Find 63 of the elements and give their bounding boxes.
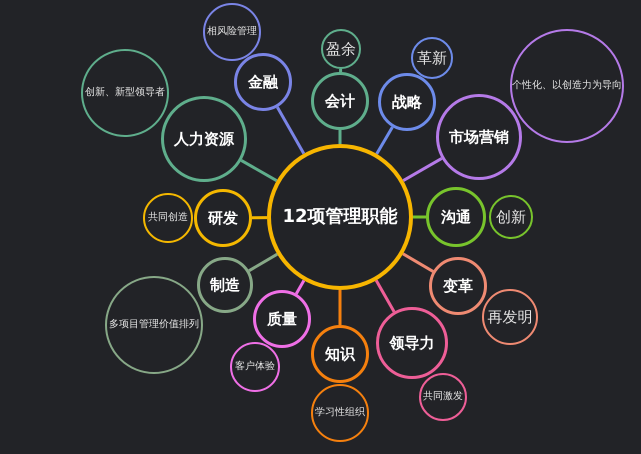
topic-label: 沟通	[441, 208, 471, 226]
subtopic-circle	[230, 342, 280, 392]
subtopic-circle	[321, 29, 361, 69]
subtopic-label: 个性化、以创造力为导向	[512, 80, 622, 92]
connector-line	[402, 157, 442, 182]
topic-label: 研发	[208, 209, 238, 227]
subtopic-circle	[510, 29, 624, 143]
connector-line	[338, 290, 342, 325]
subtopic-label: 再发明	[488, 308, 532, 326]
central-topic-circle	[267, 144, 413, 290]
subtopic-label: 创新、新型领导者	[85, 87, 165, 99]
topic-circle	[161, 96, 247, 182]
topic-circle	[429, 257, 487, 315]
connector-line	[295, 280, 306, 295]
connector-line	[374, 280, 396, 312]
subtopic-circle	[482, 289, 538, 345]
topic-label: 会计	[325, 92, 355, 110]
topic-circle	[197, 257, 253, 313]
subtopic-label: 盈余	[326, 40, 356, 58]
connector-line	[375, 126, 394, 155]
topic-circle	[378, 73, 436, 131]
subtopic-circle	[203, 3, 261, 61]
topic-label: 战略	[392, 93, 422, 111]
subtopic-label: 相风险管理	[207, 26, 257, 38]
topic-label: 制造	[210, 276, 240, 294]
topic-circle	[194, 189, 252, 247]
connector-line	[402, 252, 434, 273]
topic-label: 变革	[443, 277, 473, 295]
topic-label: 领导力	[390, 334, 434, 352]
subtopic-label: 革新	[417, 49, 447, 67]
connector-line	[413, 216, 426, 218]
topic-circle	[436, 94, 522, 180]
topic-circle	[426, 187, 486, 247]
topic-circle	[234, 53, 292, 111]
topic-label: 市场营销	[449, 128, 509, 146]
subtopic-label: 共同激发	[423, 391, 463, 403]
topic-circle	[311, 325, 369, 383]
topic-circle	[311, 72, 369, 130]
topic-circle	[376, 307, 448, 379]
subtopic-label: 创新	[496, 208, 526, 226]
subtopic-label: 共同创造	[148, 212, 188, 224]
subtopic-circle	[419, 373, 467, 421]
connector-line	[339, 69, 342, 72]
connector-line	[240, 159, 278, 182]
topic-label: 人力资源	[174, 130, 234, 148]
subtopic-circle	[489, 195, 533, 239]
topic-label: 金融	[248, 73, 278, 91]
subtopic-circle	[143, 193, 193, 243]
subtopic-circle	[81, 49, 169, 137]
central-topic-label: 12项管理职能	[282, 206, 398, 228]
subtopic-label: 学习性组织	[315, 407, 365, 419]
subtopic-circle	[411, 37, 453, 79]
connector-line	[276, 106, 306, 154]
connector-line	[248, 252, 278, 272]
connector-line	[252, 216, 268, 220]
subtopic-circle	[311, 384, 369, 442]
topic-label: 知识	[325, 345, 355, 363]
topic-label: 质量	[267, 310, 297, 328]
subtopic-label: 多项目管理价值排列	[109, 319, 199, 331]
subtopic-circle	[105, 276, 203, 374]
topic-circle	[253, 290, 311, 348]
subtopic-label: 客户体验	[235, 361, 275, 373]
connector-line	[338, 130, 342, 144]
